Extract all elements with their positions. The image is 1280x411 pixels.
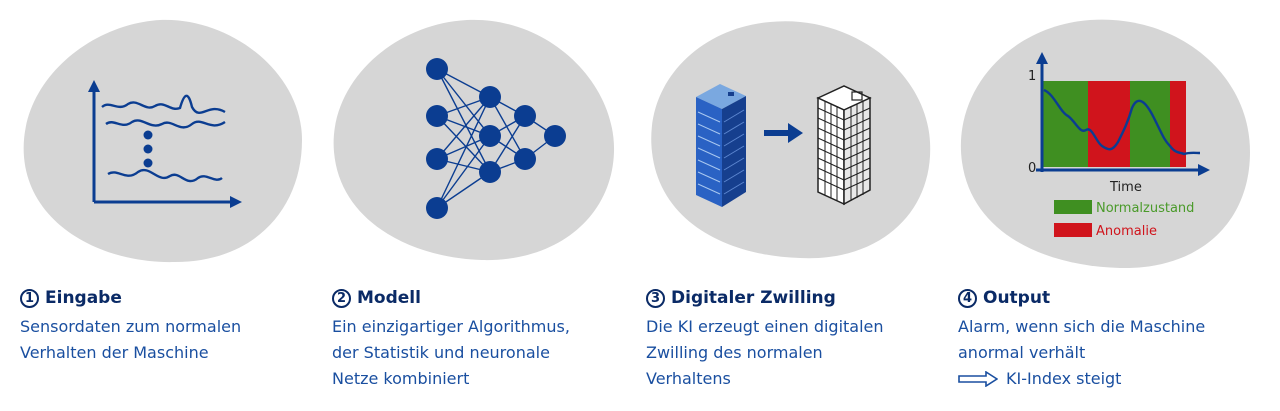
y-axis-top-label: 1 (1028, 69, 1036, 84)
twin-blob (651, 21, 931, 259)
legend-anomaly-swatch (1054, 223, 1092, 237)
step-number: 1 (20, 288, 39, 308)
desc-line: Alarm, wenn sich die Maschine (958, 317, 1206, 336)
sensor-plot-icon (88, 80, 242, 208)
step-output: 4 Output Alarm, wenn sich die Maschine a… (958, 286, 1205, 392)
step-digital-twin: 3 Digitaler Zwilling Die KI erzeugt eine… (646, 286, 884, 392)
desc-line: Netze kombiniert (332, 369, 470, 388)
real-building-icon (696, 84, 746, 207)
legend-normal-swatch (1054, 200, 1092, 214)
step-title: 3 Digitaler Zwilling (646, 286, 884, 310)
step-description: Die KI erzeugt einen digitalen Zwilling … (646, 314, 884, 392)
step-title: 4 Output (958, 286, 1205, 310)
desc-line: Die KI erzeugt einen digitalen (646, 317, 884, 336)
desc-line: anormal verhält (958, 343, 1086, 362)
desc-line: Verhaltens (646, 369, 731, 388)
x-axis-label: Time (1109, 180, 1142, 195)
legend-normal-label: Normalzustand (1096, 201, 1194, 216)
y-axis-bottom-label: 0 (1028, 161, 1036, 176)
step-description: Alarm, wenn sich die Maschine anormal ve… (958, 314, 1205, 392)
input-blob (23, 19, 302, 263)
ki-index-line-text: KI-Index steigt (958, 366, 1205, 392)
anomaly-band (1088, 81, 1130, 167)
desc-line: Sensordaten zum normalen (20, 317, 242, 336)
model-blob (333, 19, 615, 261)
step-number: 3 (646, 288, 665, 308)
step-description: Ein einzigartiger Algorithmus, der Stati… (332, 314, 570, 392)
ki-index-line (1043, 88, 1201, 156)
step-number: 2 (332, 288, 351, 308)
step-title-text: Digitaler Zwilling (671, 288, 836, 308)
digital-twin-building-icon (816, 85, 872, 206)
desc-line: Ein einzigartiger Algorithmus, (332, 317, 570, 336)
step-title-text: Modell (357, 288, 421, 308)
anomaly-band (1170, 81, 1186, 167)
step-description: Sensordaten zum normalen Verhalten der M… (20, 314, 241, 366)
step-title: 1 Eingabe (20, 286, 241, 310)
desc-line: KI-Index steigt (1006, 369, 1122, 388)
desc-line: Verhalten der Maschine (20, 343, 209, 362)
hollow-arrow-right-icon (958, 371, 998, 387)
ellipsis-dots-icon (143, 130, 153, 168)
step-model: 2 Modell Ein einzigartiger Algorithmus, … (332, 286, 570, 392)
step-input: 1 Eingabe Sensordaten zum normalen Verha… (20, 286, 241, 366)
legend-anomaly-label: Anomalie (1096, 224, 1157, 239)
step-title: 2 Modell (332, 286, 570, 310)
step-title-text: Output (983, 288, 1051, 308)
step-title-text: Eingabe (45, 288, 122, 308)
desc-line: der Statistik und neuronale (332, 343, 550, 362)
anomaly-chart (1036, 52, 1210, 176)
step-number: 4 (958, 288, 977, 308)
desc-line: Zwilling des normalen (646, 343, 823, 362)
arrow-right-icon (764, 123, 803, 143)
normal-band (1130, 81, 1170, 167)
output-blob: 1 0 Time Normalzustand Anomalie (960, 19, 1250, 269)
